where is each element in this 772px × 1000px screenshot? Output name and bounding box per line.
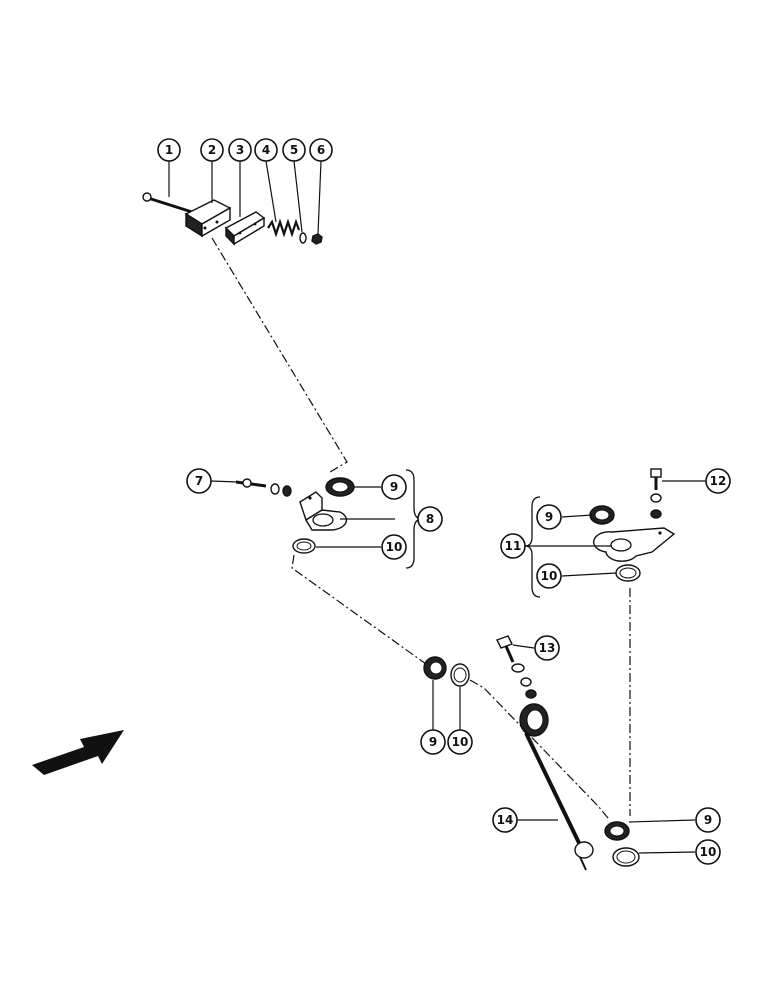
svg-text:13: 13 [539,641,556,655]
svg-text:9: 9 [545,510,553,524]
bushing-part-9c [423,656,447,680]
plate-part-3 [224,211,266,246]
bracket-part-11 [593,527,676,562]
ring-part-10d [612,847,640,867]
assembly-line-top [211,237,348,473]
bushing-part-9b [589,505,615,525]
callout-9-lower-right: 9 [695,807,721,833]
bolt-part-1 [142,192,193,214]
screw-part-7 [235,478,267,488]
callout-11: 11 [500,533,526,559]
callout-9-upper-left: 9 [381,474,407,500]
svg-text:14: 14 [497,813,514,827]
callout-5: 5 [282,138,306,162]
bushing-part-9d [604,821,630,841]
callout-10-upper-left: 10 [381,534,407,560]
ring-part-10c [450,663,470,687]
assembly-line-left [291,554,427,665]
svg-text:8: 8 [426,512,434,526]
svg-text:3: 3 [236,143,244,157]
svg-text:4: 4 [262,143,270,157]
callout-14: 14 [492,807,518,833]
callout-6: 6 [309,138,333,162]
callout-9-lower-left: 9 [420,729,446,755]
ring-part-10a [292,538,316,554]
bracket-part-8 [299,491,348,531]
svg-text:12: 12 [710,474,727,488]
callout-10-upper-right: 10 [536,563,562,589]
washer-part-13a [511,663,525,673]
svg-text:10: 10 [700,845,717,859]
callout-7: 7 [186,468,212,494]
callout-9-upper-right: 9 [536,504,562,530]
callout-12: 12 [705,468,731,494]
callout-4: 4 [254,138,278,162]
nut-part-12b [650,509,662,519]
svg-text:11: 11 [505,539,522,553]
svg-text:7: 7 [195,474,203,488]
ring-part-10b [615,564,641,582]
callout-13: 13 [534,635,560,661]
nut-part-13c [525,689,537,699]
svg-text:2: 2 [208,143,216,157]
nut-part-6 [311,233,323,245]
assembly-line-center [469,679,609,819]
callout-8: 8 [417,506,443,532]
washer-part-7a [270,483,280,495]
callout-10-lower-right: 10 [695,839,721,865]
bushing-part-9a [325,477,355,497]
svg-text:9: 9 [704,813,712,827]
washer-part-5 [299,232,307,244]
svg-text:5: 5 [290,143,298,157]
callout-2: 2 [200,138,224,162]
screw-part-12 [650,468,662,490]
screw-part-13 [496,635,515,663]
front-direction-arrow-icon [32,730,124,775]
svg-text:10: 10 [452,735,469,749]
washer-part-12a [650,493,662,503]
svg-text:6: 6 [317,143,325,157]
svg-text:9: 9 [429,735,437,749]
svg-text:10: 10 [541,569,558,583]
nut-part-13b [520,677,532,687]
callout-3: 3 [228,138,252,162]
spring-part-4 [267,218,301,238]
svg-text:10: 10 [386,540,403,554]
block-part-2 [184,199,232,238]
washer-part-7b [282,485,292,497]
callout-1: 1 [157,138,181,162]
callout-10-lower-left: 10 [447,729,473,755]
svg-text:1: 1 [165,143,173,157]
svg-text:9: 9 [390,480,398,494]
lever-arm-part-14 [519,703,594,871]
